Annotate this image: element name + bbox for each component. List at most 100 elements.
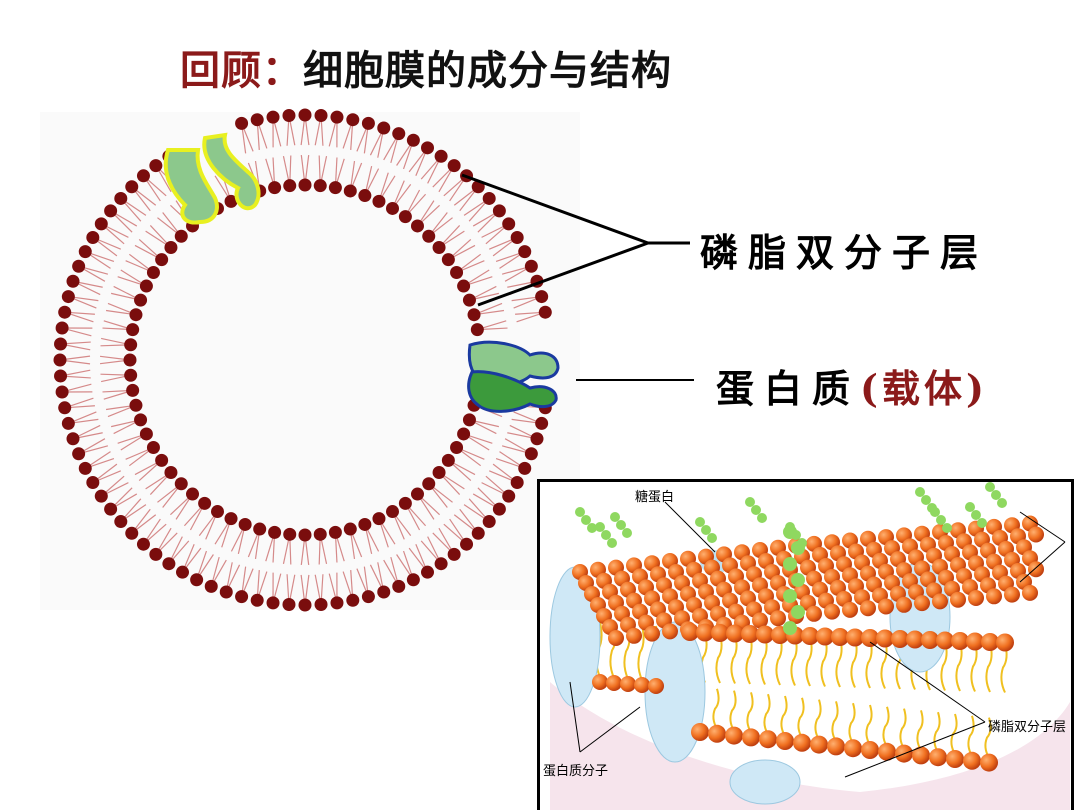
inset-lipid-head bbox=[606, 675, 622, 691]
inset-lipid-head bbox=[752, 612, 768, 629]
inset-lipid-head bbox=[827, 737, 845, 756]
sugar-unit bbox=[575, 507, 585, 517]
lipid-head bbox=[54, 337, 68, 351]
sugar-unit bbox=[601, 530, 611, 540]
lipid-head bbox=[502, 489, 516, 503]
lipid-head bbox=[61, 290, 75, 304]
inset-lipid-head bbox=[759, 730, 777, 749]
lipid-head bbox=[530, 432, 544, 446]
lipid-head bbox=[410, 487, 424, 501]
lipid-head bbox=[432, 465, 446, 479]
lipid-head bbox=[235, 590, 249, 604]
lipid-head bbox=[330, 596, 344, 610]
lipid-head bbox=[61, 416, 75, 430]
inset-lipid-head bbox=[776, 732, 794, 750]
lipid-head bbox=[460, 537, 474, 551]
inset-lipid-tail bbox=[865, 637, 873, 689]
lipid-head bbox=[518, 461, 532, 475]
lipid-head bbox=[78, 461, 92, 475]
inset-lipid-head bbox=[824, 603, 840, 620]
lipid-head bbox=[283, 527, 297, 541]
inset-lipid-head bbox=[1004, 586, 1020, 603]
lipid-head bbox=[434, 149, 448, 163]
lipid-head bbox=[250, 593, 264, 607]
lipid-head bbox=[174, 477, 188, 491]
lipid-head bbox=[313, 179, 327, 193]
lipid-head bbox=[224, 194, 238, 208]
lipid-head bbox=[406, 573, 420, 587]
inset-lipid-head bbox=[876, 629, 894, 648]
inset-lipid-head bbox=[878, 598, 894, 615]
lipid-head bbox=[372, 194, 386, 208]
lipid-head bbox=[149, 159, 163, 173]
inset-lipid-tail bbox=[805, 635, 813, 687]
sugar-unit bbox=[942, 523, 952, 533]
inset-lipid-head bbox=[681, 623, 699, 641]
inset-lipid-head bbox=[662, 623, 678, 640]
sugar-unit bbox=[783, 525, 797, 539]
lipid-head bbox=[510, 231, 524, 244]
glycoprotein-label: 糖蛋白 bbox=[635, 490, 675, 505]
lipid-head bbox=[358, 189, 372, 203]
inset-lipid-head bbox=[966, 632, 984, 651]
bilayer-pointer-lines bbox=[461, 173, 690, 307]
inset-lipid-head bbox=[963, 751, 981, 770]
lipid-head bbox=[266, 596, 280, 610]
lipid-head bbox=[114, 191, 128, 205]
lipid-head bbox=[176, 565, 189, 579]
inset-lipid-tail bbox=[746, 692, 754, 733]
lipid-head bbox=[434, 557, 448, 571]
sugar-chains bbox=[575, 482, 1007, 635]
inset-lipid-head bbox=[912, 746, 930, 765]
sugar-unit bbox=[707, 533, 717, 543]
lipid-head bbox=[54, 369, 68, 383]
fluid-mosaic-inset: 糖蛋白 磷脂双分子层 蛋白质分子 bbox=[537, 479, 1074, 810]
inset-lipid-head bbox=[950, 591, 966, 608]
inset-lipid-head bbox=[860, 600, 876, 617]
inset-lipid-head bbox=[878, 742, 896, 761]
lipid-head bbox=[94, 489, 108, 503]
inset-lipid-head bbox=[742, 728, 760, 747]
lipid-head bbox=[406, 133, 420, 147]
lipid-head bbox=[58, 305, 72, 319]
sugar-unit bbox=[587, 523, 597, 533]
sugar-unit bbox=[791, 541, 805, 555]
inset-lipid-tail bbox=[715, 632, 723, 684]
lipid-head bbox=[392, 127, 406, 141]
lipid-head bbox=[298, 528, 312, 542]
lipid-head bbox=[282, 597, 296, 611]
lipid-head bbox=[482, 191, 496, 205]
inset-lipid-head bbox=[770, 610, 786, 627]
lipid-head bbox=[164, 241, 178, 255]
inset-lipid-head bbox=[891, 630, 909, 648]
sugar-unit bbox=[985, 482, 995, 492]
lipid-head bbox=[139, 279, 153, 293]
inset-lipid-head bbox=[648, 678, 664, 694]
sugar-unit bbox=[695, 517, 705, 527]
lipid-head bbox=[510, 476, 524, 489]
lipid-head bbox=[134, 293, 148, 307]
sugar-unit bbox=[977, 518, 987, 528]
lipid-head bbox=[410, 219, 424, 233]
inset-lipid-head bbox=[592, 674, 608, 690]
lipid-head bbox=[136, 169, 150, 183]
inset-lipid-head bbox=[921, 631, 939, 649]
sugar-unit bbox=[921, 495, 931, 505]
lipid-head bbox=[441, 453, 455, 467]
lipid-head bbox=[535, 416, 549, 430]
inset-lipid-head bbox=[1028, 526, 1044, 543]
inset-lipid-head bbox=[696, 623, 714, 642]
title-text: 细胞膜的成分与结构 bbox=[303, 48, 672, 94]
protein-label: 蛋白质(载体) bbox=[716, 358, 988, 413]
sugar-unit bbox=[783, 589, 797, 603]
protein-label-text: 蛋白质 bbox=[716, 366, 861, 411]
lipid-head bbox=[377, 585, 391, 599]
lipid-head bbox=[462, 413, 476, 427]
lipid-head bbox=[447, 547, 461, 561]
inset-lipid-head bbox=[793, 733, 811, 752]
sugar-unit bbox=[610, 512, 620, 522]
inset-lipid-tail bbox=[940, 640, 948, 691]
inset-lipid-tail bbox=[835, 636, 843, 688]
lipid-head bbox=[164, 465, 178, 479]
